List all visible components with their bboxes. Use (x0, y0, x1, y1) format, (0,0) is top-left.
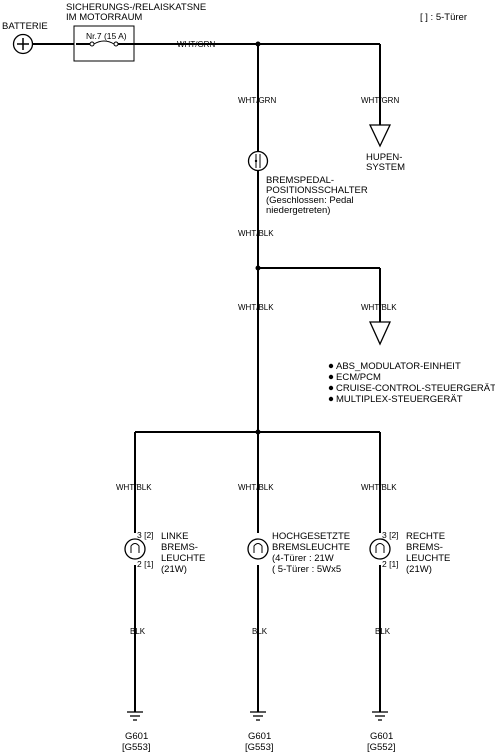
horn-connector-arrow-icon (368, 124, 392, 148)
ground-center-alt: [G553] (245, 742, 274, 753)
lamp-left-label-2: BREMS- (161, 542, 198, 553)
bullet-icon (328, 385, 334, 391)
legend-text: [ ] : 5-Türer (420, 12, 467, 23)
wire-label-lamp-right: WHT/BLK (361, 483, 397, 492)
fuse-box-title-1: SICHERUNGS-/RELAISKATSNE (66, 2, 206, 13)
battery-icon (12, 33, 34, 55)
lamp-center-label-1: HOCHGESETZTE (272, 531, 350, 542)
ground-center-name: G601 (248, 731, 271, 742)
wire-label-mid-abs: WHT/BLK (361, 303, 397, 312)
wire-label-lamp-center: WHT/BLK (238, 483, 274, 492)
brake-switch-icon (247, 150, 269, 172)
lamp-right-pin-bottom: 2 [1] (382, 559, 399, 569)
abs-items-list: ABS_MODULATOR-EINHEIT ECM/PCM CRUISE-CON… (328, 361, 495, 405)
wire-label-drop-horn: WHT/GRN (361, 96, 399, 105)
lamp-left-icon (124, 538, 146, 560)
wire-label-switch-out: WHT/BLK (238, 229, 274, 238)
lamp-right-icon (369, 538, 391, 560)
bullet-icon (328, 374, 334, 380)
lamp-left-pin-top: 3 [2] (137, 530, 154, 540)
wires-layer (33, 43, 381, 712)
ground-center-icon (250, 711, 266, 721)
brake-switch-label-1: BREMSPEDAL- (266, 175, 334, 186)
junctions (255, 41, 261, 435)
abs-item-4: MULTIPLEX-STEUERGERÄT (336, 394, 463, 405)
bullet-icon (328, 363, 334, 369)
horn-label-2: SYSTEM (366, 162, 405, 173)
lamp-left-pin-bottom: 2 [1] (137, 559, 154, 569)
lamp-center-icon (247, 538, 269, 560)
brake-switch-label-2: POSITIONSSCHALTER (266, 185, 368, 196)
abs-connector-arrow-icon (368, 321, 392, 346)
lamp-center-label-2: BREMSLEUCHTE (272, 542, 350, 553)
ground-left-icon (127, 711, 143, 721)
wire-label-main: WHT/GRN (177, 40, 215, 49)
lamp-center-label-4: ( 5-Türer : 5Wx5 (272, 564, 341, 575)
wire-label-gnd-center: BLK (252, 627, 268, 636)
junction-dot (255, 265, 261, 271)
fuse-box-title-2: IM MOTORRAUM (66, 12, 142, 23)
wire-label-gnd-right: BLK (375, 627, 391, 636)
ground-right-icon (372, 711, 388, 721)
lamp-right-label-4: (21W) (406, 564, 432, 575)
lamp-right-label-2: BREMS- (406, 542, 443, 553)
ground-right-name: G601 (370, 731, 393, 742)
junction-dot (255, 41, 261, 47)
wire-label-drop-left: WHT/GRN (238, 96, 276, 105)
lamp-right-label-1: RECHTE (406, 531, 445, 542)
wire-label-lamp-left: WHT/BLK (116, 483, 152, 492)
ground-right-alt: [G552] (367, 742, 396, 753)
wire-label-gnd-left: BLK (130, 627, 146, 636)
lamp-center-label-3: (4-Türer : 21W (272, 553, 334, 564)
lamp-left-label-4: (21W) (161, 564, 187, 575)
abs-item-1: ABS_MODULATOR-EINHEIT (336, 361, 461, 372)
junction-dot (255, 429, 261, 435)
brake-switch-label-3: (Geschlossen: Pedal (266, 195, 354, 206)
brake-switch-label-4: niedergetreten) (266, 205, 330, 216)
ground-left-alt: [G553] (122, 742, 151, 753)
lamp-right-pin-top: 3 [2] (382, 530, 399, 540)
horn-label-1: HUPEN- (366, 152, 402, 163)
abs-item-3: CRUISE-CONTROL-STEUERGERÄT (336, 383, 495, 394)
abs-item-2: ECM/PCM (336, 372, 381, 383)
lamp-left-label-1: LINKE (161, 531, 188, 542)
wire-label-mid-left: WHT/BLK (238, 303, 274, 312)
lamp-left-label-3: LEUCHTE (161, 553, 205, 564)
battery-label: BATTERIE (2, 21, 48, 32)
fuse-icon (76, 40, 134, 47)
fuse-label: Nr.7 (15 A) (86, 31, 127, 41)
ground-left-name: G601 (125, 731, 148, 742)
lamp-right-label-3: LEUCHTE (406, 553, 450, 564)
bullet-icon (328, 396, 334, 402)
